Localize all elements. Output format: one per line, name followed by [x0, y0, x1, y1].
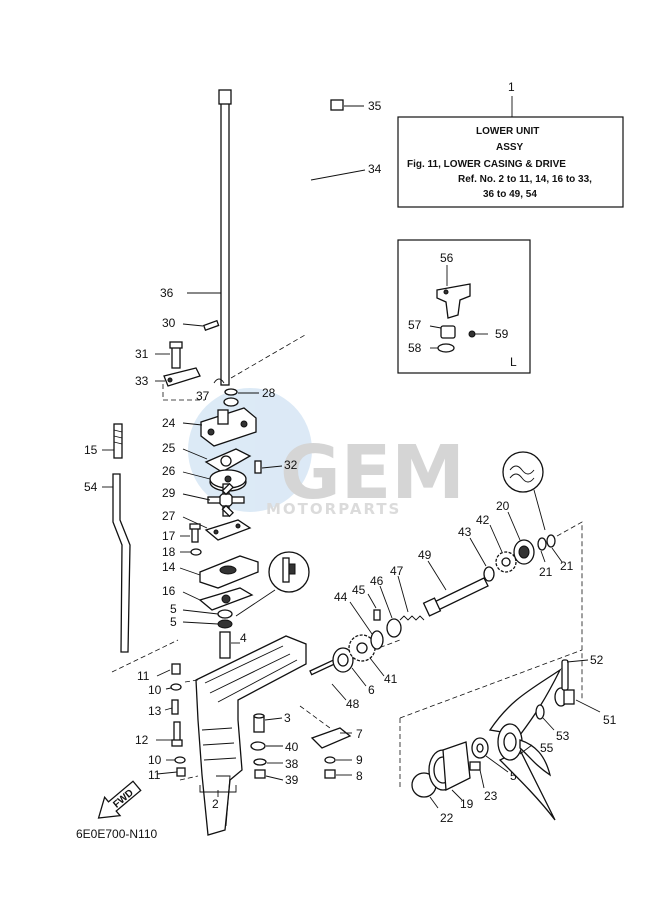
- callout-52: 52: [590, 653, 604, 667]
- callout-54: 54: [84, 480, 98, 494]
- info-line-1: LOWER UNIT: [476, 126, 539, 137]
- callout-44: 44: [334, 590, 348, 604]
- callout-56: 56: [440, 251, 454, 265]
- callout-19: 19: [460, 797, 474, 811]
- callout-31: 31: [135, 347, 149, 361]
- callout-30: 30: [162, 316, 176, 330]
- callout-51: 51: [603, 713, 617, 727]
- lower-casing: 2: [179, 635, 307, 836]
- forward-arrow: FWD: [97, 780, 142, 819]
- callout-38: 38: [285, 757, 299, 771]
- seal-group: 5 5 4: [170, 551, 310, 659]
- callout-20: 20: [496, 499, 510, 513]
- callout-8: 8: [356, 769, 363, 783]
- callout-4: 4: [240, 631, 247, 645]
- callout-1: 1: [508, 80, 515, 94]
- callout-11a: 11: [137, 669, 150, 683]
- upper-small-parts: 30 31 33 37 28: [135, 316, 276, 407]
- gear-assembly: 48 6 41 44 45 46 47 49 43 42: [309, 451, 583, 711]
- water-tube: 35 34: [303, 99, 382, 321]
- watermark-brand: GEM: [280, 430, 465, 516]
- callout-6: 6: [368, 683, 375, 697]
- callout-17: 17: [162, 529, 176, 543]
- callout-49: 49: [418, 548, 432, 562]
- callout-55: 55: [540, 741, 554, 755]
- inset-box: 56 57 58 59 L: [397, 239, 531, 374]
- callout-24: 24: [162, 416, 176, 430]
- drive-shaft: 36: [160, 89, 232, 386]
- shift-rod-group: 15 54: [84, 423, 131, 653]
- watermark-sub: MOTORPARTS: [266, 500, 401, 518]
- callout-22: 22: [440, 811, 454, 825]
- inset-corner-label: L: [510, 355, 517, 369]
- callout-47: 47: [390, 564, 404, 578]
- callout-27: 27: [162, 509, 176, 523]
- callout-34: 34: [368, 162, 382, 176]
- callout-33: 33: [135, 374, 149, 388]
- callout-45: 45: [352, 583, 366, 597]
- info-line-2: ASSY: [496, 142, 524, 153]
- casing-bolts: 11 10 13 12 10 11: [111, 639, 199, 782]
- callout-37: 37: [196, 389, 210, 403]
- callout-5b: 5: [170, 615, 177, 629]
- callout-32: 32: [284, 458, 298, 472]
- callout-16: 16: [162, 584, 176, 598]
- callout-14: 14: [162, 560, 176, 574]
- propeller-assembly: 22 19 23 50 55 53 51 52: [399, 649, 617, 825]
- callout-46: 46: [370, 574, 384, 588]
- callout-5a: 5: [170, 602, 177, 616]
- callout-59: 59: [495, 327, 509, 341]
- callout-42: 42: [476, 513, 490, 527]
- callout-10a: 10: [148, 683, 162, 697]
- callout-40: 40: [285, 740, 299, 754]
- casing-bottom-parts: 3 40 38 39 7 9 8: [250, 705, 363, 787]
- callout-11b: 11: [148, 768, 161, 782]
- callout-21a: 21: [539, 565, 553, 579]
- callout-35: 35: [368, 99, 382, 113]
- callout-41: 41: [384, 672, 398, 686]
- diagram-code: 6E0E700-N110: [76, 827, 157, 841]
- callout-2: 2: [212, 797, 219, 811]
- water-pump-assembly: 24 25 32 26 29 27 17: [162, 407, 298, 611]
- callout-12: 12: [135, 733, 149, 747]
- callout-21b: 21: [560, 559, 574, 573]
- callout-43: 43: [458, 525, 472, 539]
- info-line-3: Fig. 11, LOWER CASING & DRIVE: [407, 159, 566, 170]
- callout-36: 36: [160, 286, 174, 300]
- assembly-info-box: 1 LOWER UNIT ASSY Fig. 11, LOWER CASING …: [397, 80, 624, 208]
- callout-29: 29: [162, 486, 176, 500]
- callout-18: 18: [162, 545, 176, 559]
- callout-9: 9: [356, 753, 363, 767]
- callout-53: 53: [556, 729, 570, 743]
- callout-3: 3: [284, 711, 291, 725]
- callout-39: 39: [285, 773, 299, 787]
- callout-57: 57: [408, 318, 422, 332]
- callout-58: 58: [408, 341, 422, 355]
- callout-25: 25: [162, 441, 176, 455]
- info-line-5: 36 to 49, 54: [483, 189, 537, 200]
- callout-13: 13: [148, 704, 162, 718]
- callout-48: 48: [346, 697, 360, 711]
- callout-23: 23: [484, 789, 498, 803]
- callout-28: 28: [262, 386, 276, 400]
- callout-26: 26: [162, 464, 176, 478]
- callout-15: 15: [84, 443, 98, 457]
- info-line-4: Ref. No. 2 to 11, 14, 16 to 33,: [458, 174, 592, 185]
- callout-10b: 10: [148, 753, 162, 767]
- callout-7: 7: [356, 727, 363, 741]
